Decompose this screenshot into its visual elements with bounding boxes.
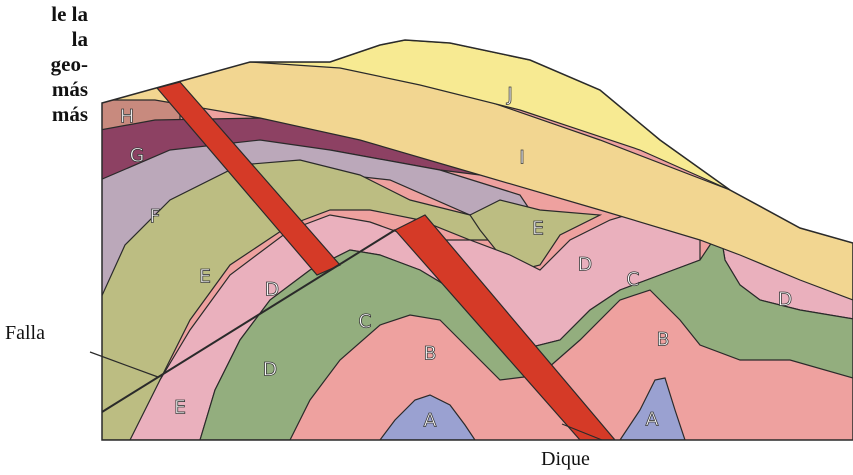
label-d-upper: D <box>265 279 280 301</box>
label-j: J <box>506 84 513 106</box>
label-h: H <box>120 106 134 128</box>
label-i: I <box>519 147 525 169</box>
label-e-bottom: E <box>174 397 186 419</box>
label-e-left: E <box>199 266 211 288</box>
label-d-lower: D <box>263 359 278 381</box>
label-a-right: A <box>646 409 659 431</box>
label-g: G <box>130 145 145 167</box>
label-c-left: C <box>358 311 371 333</box>
label-b-right: B <box>656 329 669 351</box>
label-c-right: C <box>626 269 639 291</box>
label-b-left: B <box>423 343 436 365</box>
label-d-right: D <box>778 289 793 311</box>
label-f: F <box>150 206 161 228</box>
dike-callout-label: Dique <box>541 448 590 471</box>
label-a-left: A <box>424 410 437 432</box>
label-e-right: E <box>532 218 544 240</box>
label-d-middle: D <box>578 254 593 276</box>
fault-callout-label: Falla <box>5 322 45 345</box>
